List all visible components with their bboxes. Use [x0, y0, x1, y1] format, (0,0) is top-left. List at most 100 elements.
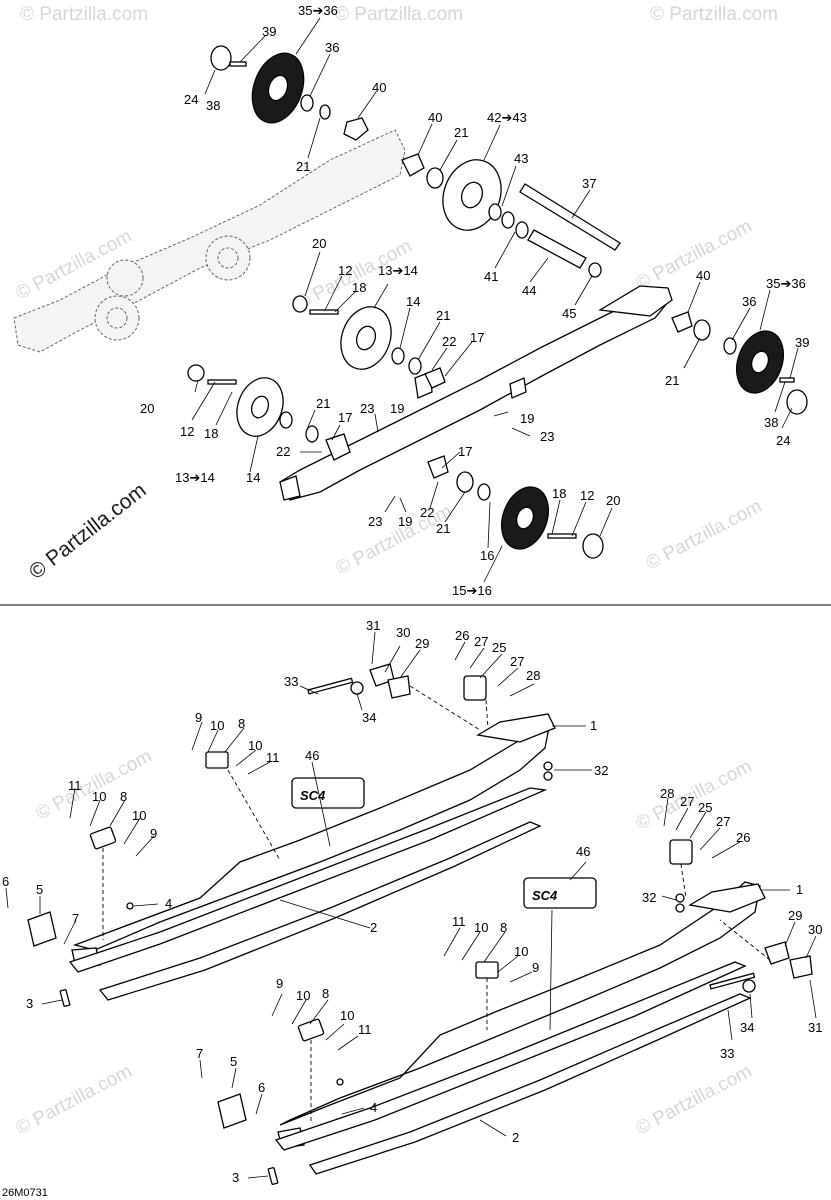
callout-38: 38: [206, 98, 220, 113]
callout-24: 24: [776, 433, 790, 448]
callout-19: 19: [520, 411, 534, 426]
slide-frame-top: [279, 285, 673, 501]
idler-wheel-top-left: [210, 45, 369, 141]
callout-10: 10: [340, 1008, 354, 1023]
callout-33: 33: [284, 674, 298, 689]
callout-20: 20: [312, 236, 326, 251]
callout-40: 40: [428, 110, 442, 125]
callout-9: 9: [150, 826, 157, 841]
callout-7: 7: [72, 911, 79, 926]
watermark: © Partzilla.com: [20, 4, 148, 25]
callout-11: 11: [68, 778, 82, 793]
callout-24: 24: [184, 92, 198, 107]
idler-wheel-bottom: [427, 455, 604, 559]
callout-7: 7: [196, 1046, 203, 1061]
callout-12: 12: [180, 424, 194, 439]
callout-11: 11: [452, 914, 466, 929]
callout-21: 21: [436, 521, 450, 536]
callout-46: 46: [305, 748, 319, 763]
sc4-logo-text: SC4: [532, 888, 558, 903]
callout-6: 6: [2, 874, 9, 889]
callout-15-16: 15➔16: [452, 583, 492, 598]
callout-28: 28: [660, 786, 674, 801]
axle-group: [519, 183, 621, 278]
sc4-decal-lower: SC4: [523, 877, 597, 909]
callout-41: 41: [484, 269, 498, 284]
leader-lines-top: [191, 17, 799, 583]
callout-4: 4: [165, 896, 172, 911]
callout-31: 31: [808, 1020, 822, 1035]
callout-30: 30: [396, 625, 410, 640]
callout-17: 17: [458, 444, 472, 459]
watermark: © Partzilla.com: [642, 496, 765, 575]
callout-21: 21: [454, 125, 468, 140]
callout-21: 21: [436, 308, 450, 323]
callout-32: 32: [642, 890, 656, 905]
watermark-primary: © Partzilla.com: [25, 479, 151, 584]
callout-9: 9: [276, 976, 283, 991]
callout-8: 8: [238, 716, 245, 731]
callout-18: 18: [352, 280, 366, 295]
callout-43: 43: [514, 151, 528, 166]
callout-25: 25: [698, 800, 712, 815]
callout-36: 36: [742, 294, 756, 309]
callout-8: 8: [500, 920, 507, 935]
callout-5: 5: [36, 882, 43, 897]
callout-34: 34: [740, 1020, 754, 1035]
callout-39: 39: [795, 335, 809, 350]
idler-wheel-top-center: [401, 153, 529, 239]
callout-32: 32: [594, 763, 608, 778]
callout-10: 10: [210, 718, 224, 733]
idler-wheel-lower-left: [187, 364, 351, 461]
callout-36: 36: [325, 40, 339, 55]
callout-1: 1: [796, 882, 803, 897]
callout-45: 45: [562, 306, 576, 321]
callout-10: 10: [296, 988, 310, 1003]
callout-27: 27: [510, 654, 524, 669]
callout-11: 11: [266, 750, 280, 765]
callout-34: 34: [362, 710, 376, 725]
callout-18: 18: [204, 426, 218, 441]
callout-33: 33: [720, 1046, 734, 1061]
callout-21: 21: [316, 396, 330, 411]
rail-hardware-upper: [27, 663, 553, 1007]
callout-12: 12: [580, 488, 594, 503]
drawing-code: 26M0731: [2, 1187, 48, 1199]
callout-1: 1: [590, 718, 597, 733]
callout-9: 9: [532, 960, 539, 975]
watermark: © Partzilla.com: [632, 1061, 755, 1140]
frame-ghost-outline: [13, 129, 406, 353]
callout-12: 12: [338, 263, 352, 278]
callout-2: 2: [512, 1130, 519, 1145]
callout-21: 21: [665, 373, 679, 388]
callout-39: 39: [262, 24, 276, 39]
callout-17: 17: [338, 410, 352, 425]
callout-31: 31: [366, 618, 380, 633]
callout-22: 22: [442, 334, 456, 349]
sc4-logo-text: SC4: [300, 788, 326, 803]
callout-14: 14: [246, 470, 260, 485]
callout-27: 27: [474, 634, 488, 649]
callout-10: 10: [248, 738, 262, 753]
callout-27: 27: [680, 794, 694, 809]
callout-5: 5: [230, 1054, 237, 1069]
callout-13-14: 13➔14: [175, 470, 215, 485]
callout-23: 23: [368, 514, 382, 529]
rail-hardware-lower: [217, 839, 813, 1185]
slide-rail-lower: [274, 881, 766, 1175]
callout-3: 3: [26, 996, 33, 1011]
watermark: © Partzilla.com: [12, 1061, 135, 1140]
sc4-decal-upper: SC4: [291, 777, 365, 809]
callout-6: 6: [258, 1080, 265, 1095]
callout-10: 10: [92, 789, 106, 804]
callout-2: 2: [370, 920, 377, 935]
callout-26: 26: [736, 830, 750, 845]
callout-20: 20: [606, 493, 620, 508]
callout-30: 30: [808, 922, 822, 937]
callout-10: 10: [514, 944, 528, 959]
callout-46: 46: [576, 844, 590, 859]
callout-19: 19: [390, 401, 404, 416]
callout-29: 29: [788, 908, 802, 923]
callout-22: 22: [420, 505, 434, 520]
callout-28: 28: [526, 668, 540, 683]
